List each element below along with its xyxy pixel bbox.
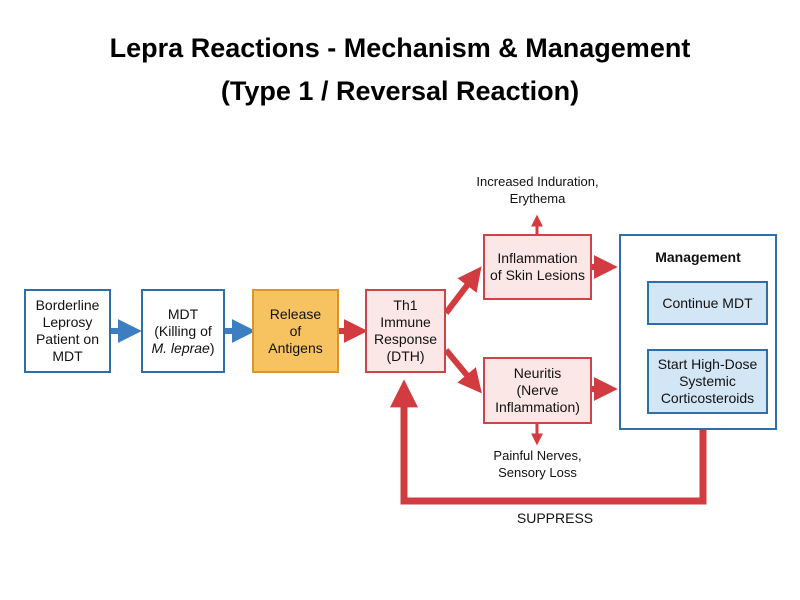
node-patient: Borderline Leprosy Patient on MDT — [24, 289, 111, 373]
node-continue-mdt: Continue MDT — [647, 281, 768, 325]
arrow-th1-to-neuritis — [443, 348, 482, 394]
node-mdt: MDT (Killing of M. leprae) — [141, 289, 225, 373]
effect-nerve: Painful Nerves, Sensory Loss — [493, 448, 582, 480]
suppress-label: SUPPRESS — [516, 510, 594, 526]
management-title: Management — [655, 249, 741, 265]
node-neuritis: Neuritis (Nerve Inflammation) — [483, 357, 592, 424]
diagram-title-line-1: Lepra Reactions - Mechanism & Management — [109, 33, 691, 63]
diagram-title-line-2: (Type 1 / Reversal Reaction) — [220, 76, 580, 106]
node-antigens: Release of Antigens — [252, 289, 339, 373]
node-th1-response: Th1 Immune Response (DTH) — [365, 289, 446, 373]
node-corticosteroids: Start High-Dose Systemic Corticosteroids — [647, 349, 768, 414]
node-skin-inflammation: Inflammation of Skin Lesions — [483, 234, 592, 300]
arrow-suppress-feedback — [390, 379, 707, 505]
effect-skin: Increased Induration, Erythema — [476, 174, 599, 206]
arrow-th1-to-inflammation — [443, 266, 482, 315]
